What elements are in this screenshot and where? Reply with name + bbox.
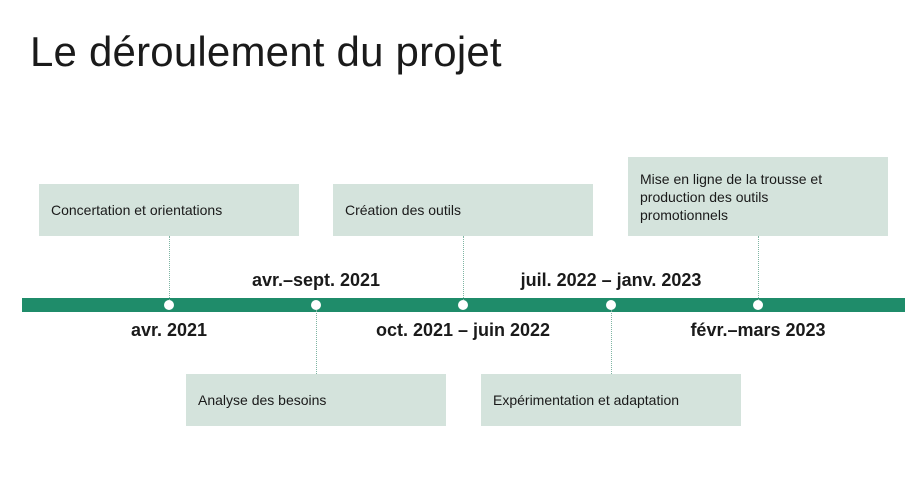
timeline-dot-1	[164, 300, 174, 310]
milestone-box-4: Expérimentation et adaptation	[481, 374, 741, 426]
connector-line-4	[611, 310, 612, 374]
milestone-box-2: Analyse des besoins	[186, 374, 446, 426]
milestone-label-2: Analyse des besoins	[198, 392, 327, 408]
milestone-box-3: Création des outils	[333, 184, 593, 236]
timeline-dot-4	[606, 300, 616, 310]
milestone-label-1: Concertation et orientations	[51, 202, 223, 218]
connector-line-5	[758, 236, 759, 300]
milestone-date-2: avr.–sept. 2021	[251, 270, 381, 290]
milestone-label-3: Création des outils	[345, 202, 461, 218]
milestone-date-4: juil. 2022 – janv. 2023	[520, 270, 702, 290]
milestone-date-3: oct. 2021 – juin 2022	[375, 320, 551, 340]
page-title: Le déroulement du projet	[30, 28, 502, 75]
timeline-dot-3	[458, 300, 468, 310]
milestone-box-1: Concertation et orientations	[39, 184, 299, 236]
timeline-dot-2	[311, 300, 321, 310]
timeline-dot-5	[753, 300, 763, 310]
milestone-date-5: févr.–mars 2023	[690, 320, 826, 340]
milestone-box-5: Mise en ligne de la trousse et productio…	[628, 157, 888, 236]
milestone-label-4: Expérimentation et adaptation	[493, 392, 680, 408]
connector-line-1	[169, 236, 170, 300]
connector-line-3	[463, 236, 464, 300]
milestone-date-1: avr. 2021	[130, 320, 208, 340]
connector-line-2	[316, 310, 317, 374]
milestone-label-5: Mise en ligne de la trousse et productio…	[640, 171, 823, 223]
